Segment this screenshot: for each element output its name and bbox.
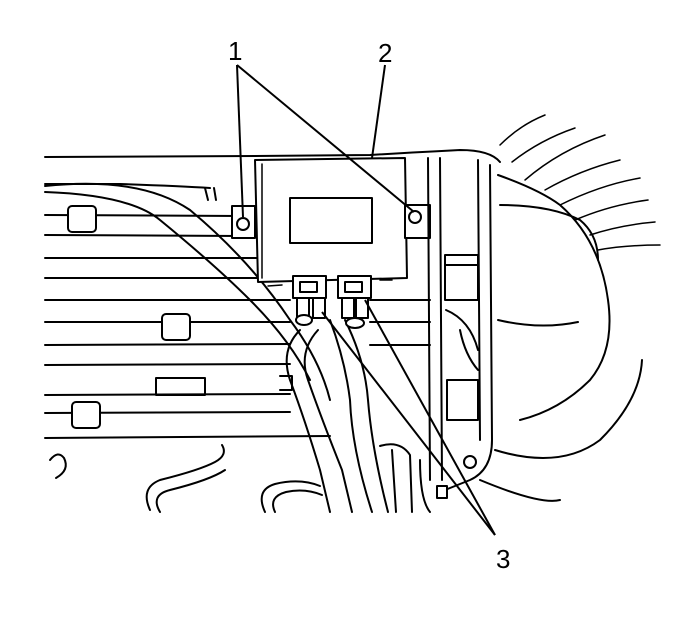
- lower-wiring: [49, 444, 323, 513]
- leader-2: [371, 64, 386, 159]
- callout-2: 2: [378, 38, 392, 68]
- main-harness: [44, 182, 389, 513]
- leader-3a: [321, 311, 496, 536]
- leader-1a: [236, 64, 244, 218]
- leader-3b: [364, 299, 496, 536]
- harness-clips: [67, 205, 293, 429]
- connectors: [292, 275, 372, 329]
- leader-1b: [236, 64, 415, 213]
- callout-1: 1: [228, 36, 242, 66]
- leader-lines: [236, 64, 496, 536]
- right-structure: [379, 157, 643, 513]
- module: [231, 157, 431, 287]
- carpet-strokes: [499, 114, 661, 251]
- callout-3: 3: [496, 544, 510, 574]
